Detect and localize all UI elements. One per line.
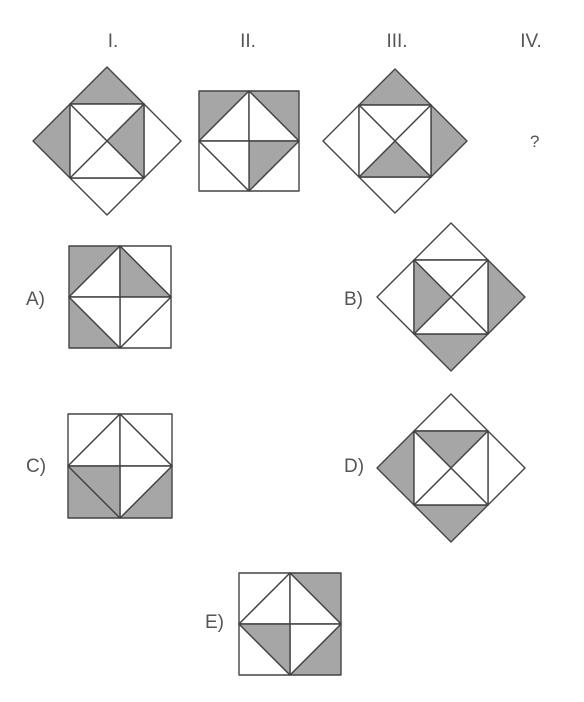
option-a-label[interactable]: A): [26, 289, 45, 310]
fig-III-outer-w: [322, 104, 360, 178]
fig-II: [198, 90, 300, 192]
fig-I: [32, 66, 182, 216]
fig-A[interactable]: [68, 245, 172, 349]
fig-D[interactable]: [376, 393, 526, 543]
fig-I-outer-e: [143, 103, 182, 179]
fig-B-outer-w: [376, 259, 415, 335]
option-d-label[interactable]: D): [344, 456, 365, 477]
fig-D-outer-e: [487, 430, 526, 506]
fig-D-outer-n: [413, 393, 489, 432]
fig-B-outer-e: [487, 259, 526, 335]
header-IV: IV.: [520, 31, 542, 52]
fig-I-outer-n: [69, 66, 145, 105]
fig-A-inner-w: [68, 296, 121, 349]
fig-III-inner-w: [358, 104, 396, 178]
header-I: I.: [107, 31, 119, 52]
figures-layer: [32, 66, 526, 676]
header-III: III.: [386, 31, 408, 52]
fig-II-inner-w: [198, 140, 250, 192]
fig-C-inner-w: [67, 465, 121, 519]
fig-III-outer-n: [358, 68, 432, 106]
fig-B-outer-n: [413, 222, 489, 261]
fig-E-inner-w: [238, 623, 291, 676]
fig-E[interactable]: [238, 572, 342, 676]
fig-C[interactable]: [67, 413, 173, 519]
fig-III-outer-e: [430, 104, 468, 178]
missing-figure-mark: ?: [530, 132, 540, 151]
header-II: II.: [240, 31, 256, 52]
fig-D-outer-w: [376, 430, 415, 506]
option-e-label[interactable]: E): [205, 612, 224, 633]
option-c-label[interactable]: C): [26, 456, 47, 477]
option-b-label[interactable]: B): [344, 289, 363, 310]
fig-B[interactable]: [376, 222, 526, 372]
fig-I-inner-w: [69, 103, 108, 179]
fig-D-inner-w: [413, 430, 452, 506]
fig-B-outer-s: [413, 333, 489, 372]
fig-III: [322, 68, 468, 214]
fig-I-outer-w: [32, 103, 71, 179]
fig-III-outer-s: [358, 176, 432, 214]
fig-I-outer-s: [69, 177, 145, 216]
fig-B-inner-w: [413, 259, 452, 335]
fig-D-outer-s: [413, 504, 489, 543]
